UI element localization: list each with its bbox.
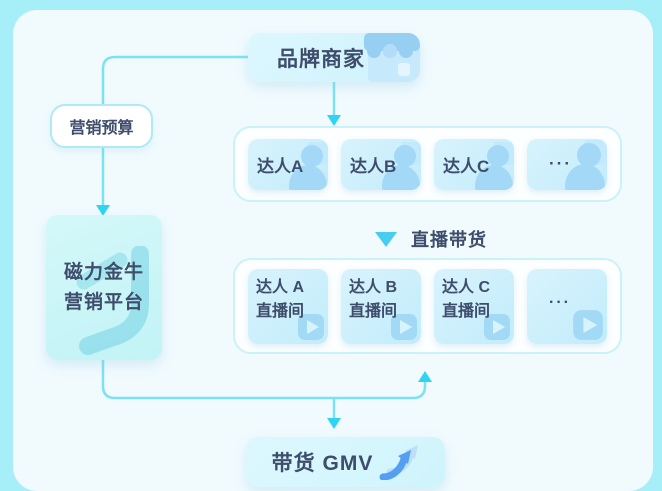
- marketing-budget-label: 营销预算: [69, 120, 134, 137]
- platform-label-line1: 磁力金牛: [63, 262, 144, 284]
- brand-merchant-label: 品牌商家: [277, 47, 365, 71]
- talent-card-label: 达人B: [350, 156, 397, 176]
- talent-card-c: 达人C: [434, 138, 514, 190]
- liveroom-card-c: 达人 C 直播间: [434, 268, 514, 344]
- person-icon: [382, 141, 421, 190]
- liveroom-label-line1: 达人 B: [349, 278, 398, 296]
- node-marketing-budget: 营销预算: [50, 104, 153, 148]
- play-icon: [573, 309, 603, 340]
- liveroom-label-line2: 直播间: [442, 303, 491, 321]
- bolt-watermark-icon: [76, 246, 149, 355]
- storefront-icon: [364, 33, 420, 82]
- node-platform: 磁力金牛 营销平台: [46, 215, 162, 360]
- liveroom-card-label: 达人 B 直播间: [341, 269, 421, 326]
- liveroom-card-a: 达人 A 直播间: [248, 268, 328, 344]
- talent-card-label: 达人A: [257, 156, 304, 176]
- talent-card-a: 达人A: [248, 138, 328, 190]
- person-icon: [565, 139, 607, 190]
- talent-card-b: 达人B: [341, 138, 421, 190]
- play-icon: [484, 313, 510, 340]
- liverooms-group: 达人 A 直播间 达人 B 直播间 达人 C 直播间 ···: [233, 258, 622, 354]
- liveroom-label-line1: 达人 A: [256, 278, 305, 296]
- liveroom-label-line2: 直播间: [256, 303, 305, 321]
- talent-card-label: 达人C: [443, 156, 490, 176]
- platform-label-line2: 营销平台: [63, 291, 144, 313]
- triangle-down-icon: [375, 231, 397, 247]
- live-commerce-label: 直播带货: [411, 230, 487, 250]
- liveroom-card-more: ···: [527, 268, 607, 344]
- node-brand-merchant: 品牌商家: [248, 33, 420, 82]
- talents-group: 达人A 达人B 达人C ···: [233, 126, 622, 202]
- talent-card-label: ···: [549, 154, 572, 173]
- platform-label: 磁力金牛 营销平台: [64, 258, 144, 317]
- liveroom-card-label: ···: [527, 269, 607, 316]
- liveroom-label-line1: ···: [549, 293, 571, 311]
- person-icon: [475, 141, 514, 190]
- live-commerce-label-row: 直播带货: [375, 226, 487, 252]
- talent-card-more: ···: [527, 138, 607, 190]
- play-icon: [298, 313, 324, 340]
- liveroom-card-label: 达人 A 直播间: [248, 269, 328, 326]
- liveroom-label-line2: 直播间: [349, 303, 398, 321]
- growth-arrow-icon: [379, 445, 419, 480]
- node-gmv: 带货 GMV: [246, 437, 445, 487]
- liveroom-card-b: 达人 B 直播间: [341, 268, 421, 344]
- liveroom-label-line1: 达人 C: [442, 278, 491, 296]
- liveroom-card-label: 达人 C 直播间: [434, 269, 514, 326]
- play-icon: [391, 313, 417, 340]
- person-icon: [289, 141, 328, 190]
- gmv-label: 带货 GMV: [271, 452, 374, 475]
